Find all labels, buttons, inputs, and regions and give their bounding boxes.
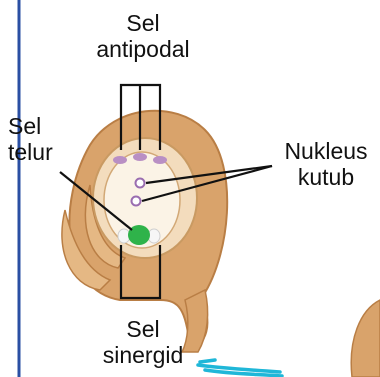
label-telur-line1: Sel — [8, 113, 53, 139]
label-nukleus-kutub: Nukleus kutub — [270, 138, 380, 190]
label-telur: Sel telur — [8, 113, 53, 165]
label-sinergid-line1: Sel — [88, 316, 198, 342]
antipodal-cell — [113, 156, 127, 164]
label-nukleus-line1: Nukleus — [270, 138, 380, 164]
label-antipodal-line2: antipodal — [83, 36, 203, 62]
label-antipodal: Sel antipodal — [83, 10, 203, 62]
label-antipodal-line1: Sel — [83, 10, 203, 36]
label-nukleus-line2: kutub — [270, 164, 380, 190]
polar-nucleus — [132, 197, 141, 206]
egg-cell — [128, 225, 150, 245]
label-sinergid-line2: sinergid — [88, 342, 198, 368]
antipodal-cell — [153, 156, 167, 164]
antipodal-cell — [133, 153, 147, 161]
second-ovule-partial — [351, 300, 380, 377]
label-sinergid: Sel sinergid — [88, 316, 198, 368]
label-telur-line2: telur — [8, 139, 53, 165]
polar-nucleus — [136, 179, 145, 188]
pen-scribble — [198, 360, 282, 376]
